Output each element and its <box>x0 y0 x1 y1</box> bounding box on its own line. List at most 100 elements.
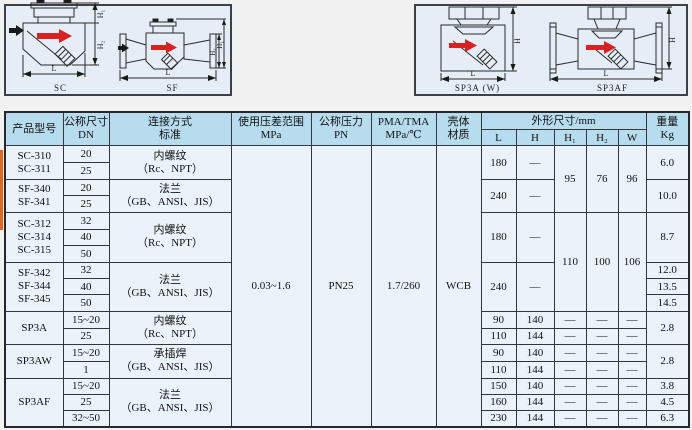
flow-arrow-icon <box>448 39 477 52</box>
dim-l-cell: 230 <box>480 409 517 428</box>
model-cell: SP3A <box>4 310 64 346</box>
dim-h2-cell: — <box>585 310 619 329</box>
dn-cell: 32 <box>62 212 110 230</box>
table-row: 32~50 230 144 — — — 6.3 <box>5 409 690 428</box>
dim-l-cell: 110 <box>480 360 517 379</box>
weight-cell: 8.7 <box>645 212 690 263</box>
sc-caption: SC <box>53 83 67 93</box>
figure-sp3aw: H L SP3A (W) <box>425 3 531 94</box>
dn-cell: 25 <box>62 162 110 180</box>
table-row: 40 <box>5 228 689 247</box>
dim-label-l: L <box>51 64 56 73</box>
dim-l-cell: 150 <box>480 377 517 395</box>
connection-cell: 内螺纹（Rc、NPT） <box>108 145 232 180</box>
table-row: SP3AF 15~20 法兰（GB、ANSI、JIS） 150 140 — — … <box>4 377 690 428</box>
dn-cell: 25 <box>62 393 110 411</box>
flow-arrow-icon <box>585 41 616 54</box>
col-dimensions: 外形尺寸/mm <box>480 111 647 130</box>
dim-w-cell: — <box>617 344 647 362</box>
dn-cell: 50 <box>62 245 110 263</box>
connection-cell: 法兰（GB、ANSI、JIS） <box>108 377 232 428</box>
sp3af-valve-drawing: H L <box>549 6 677 82</box>
dim-label-h: H <box>668 37 677 43</box>
weight-cell: 10.0 <box>645 178 690 214</box>
dn-cell: 25 <box>62 327 110 346</box>
dim-h1-cell: 110 <box>553 212 587 312</box>
dn-cell: 1 <box>62 360 110 379</box>
model-cell: SP3AF <box>4 377 64 428</box>
dim-h1-cell: — <box>553 377 587 395</box>
connection-cell: 内螺纹（Rc、NPT） <box>108 212 232 263</box>
dim-l-cell: 240 <box>480 178 517 214</box>
weight-cell: 2.8 <box>645 310 690 346</box>
dim-w-cell: — <box>617 393 647 411</box>
dim-h-cell: 140 <box>515 310 555 329</box>
dim-h-cell: 140 <box>515 377 555 395</box>
figure-sc: H₁ H₂ L SC <box>8 0 113 94</box>
model-cell: SP3AW <box>4 344 64 379</box>
sp3af-caption: SP3AF <box>596 83 628 93</box>
dim-w-cell: — <box>617 377 647 395</box>
dim-h-cell: 144 <box>515 360 555 379</box>
figure-sf: H₂ H₁ L SF <box>117 9 228 94</box>
dim-h1-cell: — <box>553 344 587 362</box>
dim-h2-cell: 76 <box>585 145 619 214</box>
col-dim-h1: H₁ <box>553 128 587 147</box>
table-row: 25 110 144 — — — <box>5 327 689 346</box>
dim-label-h: H <box>513 38 522 44</box>
dn-cell: 50 <box>62 294 110 312</box>
dn-cell: 25 <box>62 195 110 214</box>
dim-label-h2: H₂ <box>96 41 105 50</box>
dim-l-cell: 180 <box>480 212 517 263</box>
sp3aw-caption: SP3A (W) <box>454 83 501 93</box>
dim-h2-cell: 100 <box>585 212 619 312</box>
dim-label-h2: H₂ <box>209 48 217 56</box>
dim-h1-cell: — <box>553 327 587 346</box>
pma-cell: 1.7/260 <box>370 145 437 428</box>
col-dim-h: H <box>515 128 555 147</box>
dim-h2-cell: — <box>585 344 619 362</box>
dim-h1-cell: 95 <box>553 145 587 214</box>
weight-cell: 12.0 <box>645 261 690 279</box>
col-dim-w: W <box>617 128 647 147</box>
dim-w-cell: 106 <box>617 212 647 312</box>
table-row: SP3AW 15~20 承插焊（GB、ANSI、JIS） 90 140 — — … <box>4 344 690 379</box>
col-product: 产品型号 <box>4 111 64 147</box>
page-edge-accent <box>0 150 3 230</box>
dim-h2-cell: — <box>585 360 619 379</box>
connection-cell: 法兰（GB、ANSI、JIS） <box>108 178 232 214</box>
dim-label-l: L <box>603 69 608 78</box>
sp3aw-valve-drawing: H L <box>440 6 522 82</box>
col-dim-h2: H₂ <box>585 128 619 147</box>
weight-cell: 6.3 <box>645 409 690 428</box>
table-row: SP3A 15~20 内螺纹（Rc、NPT） 90 140 — — — 2.8 <box>4 310 690 346</box>
weight-cell: 4.5 <box>645 393 690 411</box>
table-row: 25 <box>5 195 689 214</box>
dim-h1-cell: — <box>553 360 587 379</box>
dim-label-h1: H₁ <box>96 10 105 19</box>
table-row: 1 110 144 — — — <box>5 360 689 379</box>
dim-l-cell: 90 <box>480 344 517 362</box>
col-connection: 连接方式标准 <box>108 111 232 147</box>
dim-h-cell: — <box>515 212 555 263</box>
connection-cell: 内螺纹（Rc、NPT） <box>108 310 232 346</box>
table-row: 25 160 144 — — — 4.5 <box>5 393 690 411</box>
diagram-panel-sp3a: H L SP3A (W) <box>414 4 688 96</box>
weight-cell: 2.8 <box>645 344 690 379</box>
dim-h-cell: 144 <box>515 393 555 411</box>
dim-h2-cell: — <box>585 409 619 428</box>
dim-h-cell: — <box>515 261 555 312</box>
